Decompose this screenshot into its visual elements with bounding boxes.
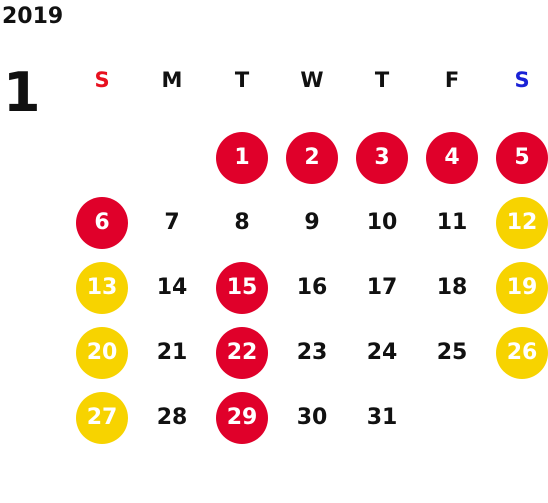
weekday-header-tuesday: T xyxy=(234,68,250,92)
day-29: 29 xyxy=(216,391,268,444)
day-14: 14 xyxy=(156,275,188,300)
day-cell: 5 xyxy=(487,125,548,190)
day-18: 18 xyxy=(436,275,468,300)
day-1: 1 xyxy=(216,131,268,184)
day-cell: 31 xyxy=(347,385,417,450)
day-cell: 23 xyxy=(277,320,347,385)
day-19: 19 xyxy=(496,261,548,314)
empty-day-cell xyxy=(417,385,487,450)
day-cell: 26 xyxy=(487,320,548,385)
weekday-header-thursday: T xyxy=(374,68,390,92)
day-cell: 21 xyxy=(137,320,207,385)
day-cell: 12 xyxy=(487,190,548,255)
weekday-header-saturday: S xyxy=(514,68,530,92)
day-cell: 20 xyxy=(67,320,137,385)
day-30: 30 xyxy=(296,405,328,430)
day-20: 20 xyxy=(76,326,128,379)
day-21: 21 xyxy=(156,340,188,365)
day-22: 22 xyxy=(216,326,268,379)
day-7: 7 xyxy=(164,210,180,235)
day-cell: 7 xyxy=(137,190,207,255)
day-25: 25 xyxy=(436,340,468,365)
weekday-header-wednesday: W xyxy=(300,68,324,92)
day-cell: 10 xyxy=(347,190,417,255)
year-label: 2019 xyxy=(2,4,64,29)
day-cell: 9 xyxy=(277,190,347,255)
day-27: 27 xyxy=(76,391,128,444)
empty-day-cell xyxy=(137,125,207,190)
day-23: 23 xyxy=(296,340,328,365)
day-cell: 29 xyxy=(207,385,277,450)
day-cell: 4 xyxy=(417,125,487,190)
day-3: 3 xyxy=(356,131,408,184)
day-10: 10 xyxy=(366,210,398,235)
empty-day-cell xyxy=(487,385,548,450)
day-15: 15 xyxy=(216,261,268,314)
day-cell: 22 xyxy=(207,320,277,385)
month-number: 1 xyxy=(3,61,41,124)
day-cell: 8 xyxy=(207,190,277,255)
day-cell: 30 xyxy=(277,385,347,450)
weekday-header-monday: M xyxy=(161,68,183,92)
day-cell: 11 xyxy=(417,190,487,255)
day-cell: 19 xyxy=(487,255,548,320)
day-cell: 18 xyxy=(417,255,487,320)
day-cell: 17 xyxy=(347,255,417,320)
weekday-header-sunday: S xyxy=(94,68,110,92)
day-cell: 24 xyxy=(347,320,417,385)
day-cell: 2 xyxy=(277,125,347,190)
day-cell: 14 xyxy=(137,255,207,320)
day-26: 26 xyxy=(496,326,548,379)
day-5: 5 xyxy=(496,131,548,184)
day-2: 2 xyxy=(286,131,338,184)
day-cell: 28 xyxy=(137,385,207,450)
day-11: 11 xyxy=(436,210,468,235)
day-cell: 27 xyxy=(67,385,137,450)
day-28: 28 xyxy=(156,405,188,430)
day-17: 17 xyxy=(366,275,398,300)
day-cell: 3 xyxy=(347,125,417,190)
day-6: 6 xyxy=(76,196,128,249)
empty-day-cell xyxy=(67,125,137,190)
day-31: 31 xyxy=(366,405,398,430)
day-cell: 25 xyxy=(417,320,487,385)
day-8: 8 xyxy=(234,210,250,235)
day-cell: 6 xyxy=(67,190,137,255)
day-16: 16 xyxy=(296,275,328,300)
day-9: 9 xyxy=(304,210,320,235)
weekday-header-friday: F xyxy=(444,68,460,92)
day-cell: 1 xyxy=(207,125,277,190)
day-cell: 16 xyxy=(277,255,347,320)
day-13: 13 xyxy=(76,261,128,314)
day-4: 4 xyxy=(426,131,478,184)
day-cell: 13 xyxy=(67,255,137,320)
day-24: 24 xyxy=(366,340,398,365)
day-12: 12 xyxy=(496,196,548,249)
day-cell: 15 xyxy=(207,255,277,320)
